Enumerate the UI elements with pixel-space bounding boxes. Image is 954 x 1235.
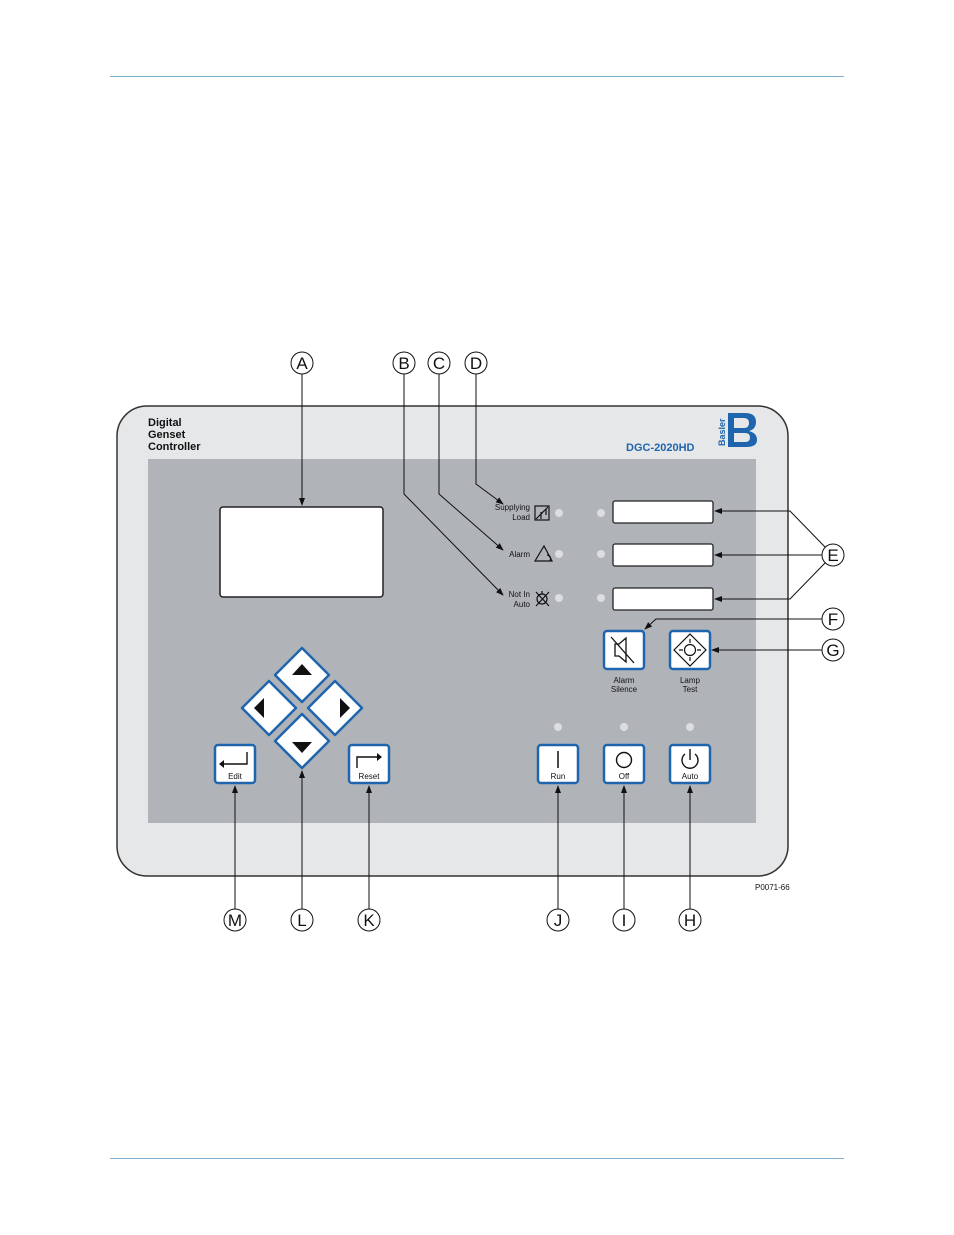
- callout-b: B: [392, 351, 416, 375]
- enter-arrow-icon: [219, 752, 248, 768]
- led-configurable-1: [597, 509, 605, 517]
- led-configurable-3: [597, 594, 605, 602]
- model-name: DGC-2020HD: [626, 442, 695, 454]
- reset-arrow-icon: [356, 753, 382, 768]
- callout-k-letter: K: [363, 911, 375, 930]
- alarm-silence-label-line-1: Alarm: [614, 676, 635, 685]
- figure-id: P0071-66: [755, 883, 790, 892]
- off-circle-icon: [615, 751, 633, 769]
- basler-b-mark-icon: [728, 413, 757, 447]
- led-off: [620, 723, 628, 731]
- callout-c-letter: C: [433, 354, 445, 373]
- callout-a-letter: A: [296, 354, 308, 373]
- run-label: Run: [551, 772, 566, 781]
- callout-l: L: [290, 908, 314, 932]
- basler-logo: Basler: [717, 413, 757, 447]
- callout-i-letter: I: [622, 911, 627, 930]
- reset-button[interactable]: Reset: [347, 743, 391, 785]
- alarm-silence-button[interactable]: [602, 629, 646, 671]
- brand-name: Basler: [717, 418, 727, 446]
- leader-e-3: [714, 561, 827, 602]
- lamp-test-label-line-1: Lamp: [680, 676, 701, 685]
- led-run: [554, 723, 562, 731]
- down-arrow-icon: [292, 742, 312, 753]
- edit-label: Edit: [228, 772, 243, 781]
- callout-k: K: [357, 908, 381, 932]
- led-configurable-2: [597, 550, 605, 558]
- power-icon: [681, 749, 699, 769]
- off-button[interactable]: Off: [602, 743, 646, 785]
- speaker-muted-icon: [610, 636, 635, 664]
- leader-lines: [232, 374, 827, 910]
- header-rule: [110, 76, 844, 77]
- leader-e-1: [714, 508, 827, 549]
- callout-i: I: [612, 908, 636, 932]
- supplying-load-label-line-1: Supplying: [495, 503, 530, 512]
- leader-b: [403, 374, 504, 596]
- run-button[interactable]: Run: [536, 743, 580, 785]
- footer-rule: [110, 1158, 844, 1159]
- leader-c: [438, 374, 504, 551]
- not-in-auto-icon: [535, 591, 550, 607]
- up-arrow-icon: [292, 664, 312, 675]
- callout-j: J: [546, 908, 570, 932]
- lamp-test-icon: [673, 633, 707, 667]
- callout-e: E: [821, 543, 845, 567]
- left-arrow-icon: [254, 698, 264, 718]
- led-alarm: [555, 550, 563, 558]
- leader-f: [644, 618, 822, 630]
- lamp-test-label-line-2: Test: [683, 685, 698, 694]
- panel-title-line-2: Genset: [148, 429, 186, 441]
- panel-title-line-3: Controller: [148, 441, 201, 453]
- reset-label: Reset: [359, 772, 381, 781]
- callout-f-letter: F: [828, 610, 838, 629]
- auto-label: Auto: [682, 772, 699, 781]
- alarm-bell-icon: [533, 544, 553, 562]
- callout-h: H: [678, 908, 702, 932]
- right-arrow-icon: [340, 698, 350, 718]
- lcd-display: [219, 506, 384, 598]
- leader-d: [475, 374, 504, 505]
- callout-l-letter: L: [297, 911, 306, 930]
- nav-right-button[interactable]: [306, 679, 364, 737]
- label-window-3: [612, 587, 714, 611]
- alarm-label: Alarm: [509, 550, 530, 559]
- callout-f: F: [821, 607, 845, 631]
- callout-d: D: [464, 351, 488, 375]
- callout-g: G: [821, 638, 845, 662]
- label-window-1: [612, 500, 714, 524]
- nav-up-button[interactable]: [273, 646, 331, 704]
- off-label: Off: [619, 772, 630, 781]
- not-in-auto-label-line-1: Not In: [509, 590, 530, 599]
- auto-button[interactable]: Auto: [668, 743, 712, 785]
- label-window-2: [612, 543, 714, 567]
- callout-h-letter: H: [684, 911, 696, 930]
- callouts: A B C D E F G H I J K L M: [223, 351, 845, 932]
- callout-j-letter: J: [554, 911, 563, 930]
- callout-d-letter: D: [470, 354, 482, 373]
- callout-a: A: [290, 351, 314, 375]
- panel-title-line-1: Digital: [148, 417, 182, 429]
- callout-m: M: [223, 908, 247, 932]
- nav-left-button[interactable]: [240, 679, 298, 737]
- callout-c: C: [427, 351, 451, 375]
- alarm-silence-label-line-2: Silence: [611, 685, 638, 694]
- callout-e-letter: E: [827, 546, 838, 565]
- edit-button[interactable]: Edit: [213, 743, 257, 785]
- nav-down-button[interactable]: [273, 712, 331, 770]
- led-auto: [686, 723, 694, 731]
- supplying-load-label-line-2: Load: [512, 513, 530, 522]
- supplying-load-icon: [534, 505, 550, 521]
- led-supplying-load: [555, 509, 563, 517]
- callout-m-letter: M: [228, 911, 242, 930]
- callout-b-letter: B: [398, 354, 409, 373]
- led-not-in-auto: [555, 594, 563, 602]
- lamp-test-button[interactable]: [668, 629, 712, 671]
- not-in-auto-label-line-2: Auto: [514, 600, 531, 609]
- callout-g-letter: G: [826, 641, 839, 660]
